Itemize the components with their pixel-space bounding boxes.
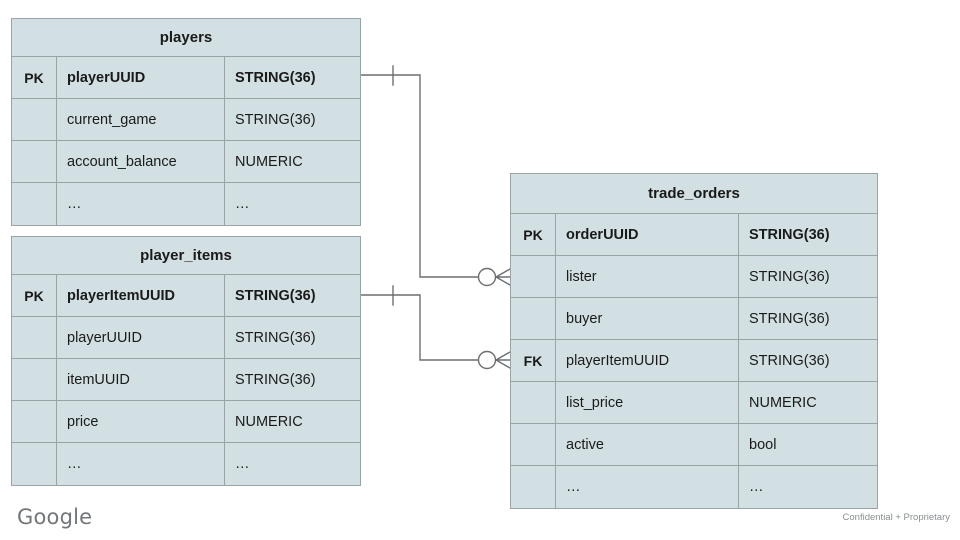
field-type: STRING(36): [235, 371, 316, 388]
field-key: [12, 141, 57, 182]
field-key: [12, 443, 57, 485]
field-key: [12, 359, 57, 400]
field-type: STRING(36): [235, 329, 316, 346]
entity-players-field-row: PK playerUUID STRING(36): [12, 57, 360, 99]
field-type: STRING(36): [749, 352, 830, 369]
field-type: STRING(36): [235, 111, 316, 128]
field-name: itemUUID: [57, 359, 225, 400]
field-name: list_price: [556, 382, 739, 423]
field-name: playerUUID: [57, 57, 225, 98]
field-name: …: [57, 443, 225, 485]
entity-players[interactable]: players PK playerUUID STRING(36) current…: [11, 18, 361, 226]
entity-trade-orders-title: trade_orders: [511, 174, 877, 214]
entity-player-items-title: player_items: [12, 237, 360, 275]
entity-player-items-field-row: … …: [12, 443, 360, 485]
field-type: NUMERIC: [235, 153, 303, 170]
entity-player-items-field-row: playerUUID STRING(36): [12, 317, 360, 359]
entity-player-items[interactable]: player_items PK playerItemUUID STRING(36…: [11, 236, 361, 486]
field-key: [511, 298, 556, 339]
entity-players-field-row: current_game STRING(36): [12, 99, 360, 141]
field-key: [12, 99, 57, 140]
field-type: …: [235, 196, 250, 212]
crowsfoot-player-item: [495, 351, 511, 369]
field-key: [511, 466, 556, 508]
field-type: …: [749, 479, 764, 495]
field-name: active: [556, 424, 739, 465]
cardinality-zero-circle-lister: [477, 267, 497, 287]
entity-trade-orders-field-row: FK playerItemUUID STRING(36): [511, 340, 877, 382]
field-type: NUMERIC: [749, 394, 817, 411]
relationship-players-to-trade-orders: [360, 65, 511, 287]
relationship-player-items-to-trade-orders: [360, 285, 511, 370]
field-type: bool: [749, 436, 777, 453]
field-type: …: [235, 456, 250, 472]
entity-trade-orders-field-row: list_price NUMERIC: [511, 382, 877, 424]
field-key: [12, 317, 57, 358]
cardinality-zero-circle-player-item: [477, 350, 497, 370]
field-type: STRING(36): [749, 268, 830, 285]
entity-players-field-row: … …: [12, 183, 360, 225]
field-key: FK: [511, 340, 556, 381]
field-name: playerUUID: [57, 317, 225, 358]
field-key: PK: [12, 275, 57, 316]
field-name: …: [556, 466, 739, 508]
field-type: NUMERIC: [235, 413, 303, 430]
field-name: lister: [556, 256, 739, 297]
field-name: buyer: [556, 298, 739, 339]
entity-player-items-field-row: itemUUID STRING(36): [12, 359, 360, 401]
field-type: STRING(36): [749, 310, 830, 327]
crowsfoot-lister: [495, 268, 511, 286]
field-name: playerItemUUID: [57, 275, 225, 316]
field-type: STRING(36): [749, 226, 830, 243]
entity-player-items-field-row: price NUMERIC: [12, 401, 360, 443]
entity-trade-orders[interactable]: trade_orders PK orderUUID STRING(36) lis…: [510, 173, 878, 509]
field-key: [511, 424, 556, 465]
field-name: current_game: [57, 99, 225, 140]
field-key: [12, 183, 57, 225]
field-key: [12, 401, 57, 442]
field-name: account_balance: [57, 141, 225, 182]
entity-trade-orders-field-row: PK orderUUID STRING(36): [511, 214, 877, 256]
field-type: STRING(36): [235, 69, 316, 86]
field-name: …: [57, 183, 225, 225]
field-name: orderUUID: [556, 214, 739, 255]
field-key: [511, 382, 556, 423]
entity-players-field-row: account_balance NUMERIC: [12, 141, 360, 183]
field-name: price: [57, 401, 225, 442]
entity-trade-orders-field-row: active bool: [511, 424, 877, 466]
confidentiality-notice: Confidential + Proprietary: [842, 512, 950, 523]
entity-player-items-field-row: PK playerItemUUID STRING(36): [12, 275, 360, 317]
entity-players-title: players: [12, 19, 360, 57]
field-key: PK: [12, 57, 57, 98]
field-type: STRING(36): [235, 287, 316, 304]
google-logo: Google: [17, 505, 93, 529]
entity-trade-orders-field-row: … …: [511, 466, 877, 508]
entity-trade-orders-field-row: lister STRING(36): [511, 256, 877, 298]
entity-trade-orders-field-row: buyer STRING(36): [511, 298, 877, 340]
field-key: [511, 256, 556, 297]
field-key: PK: [511, 214, 556, 255]
field-name: playerItemUUID: [556, 340, 739, 381]
